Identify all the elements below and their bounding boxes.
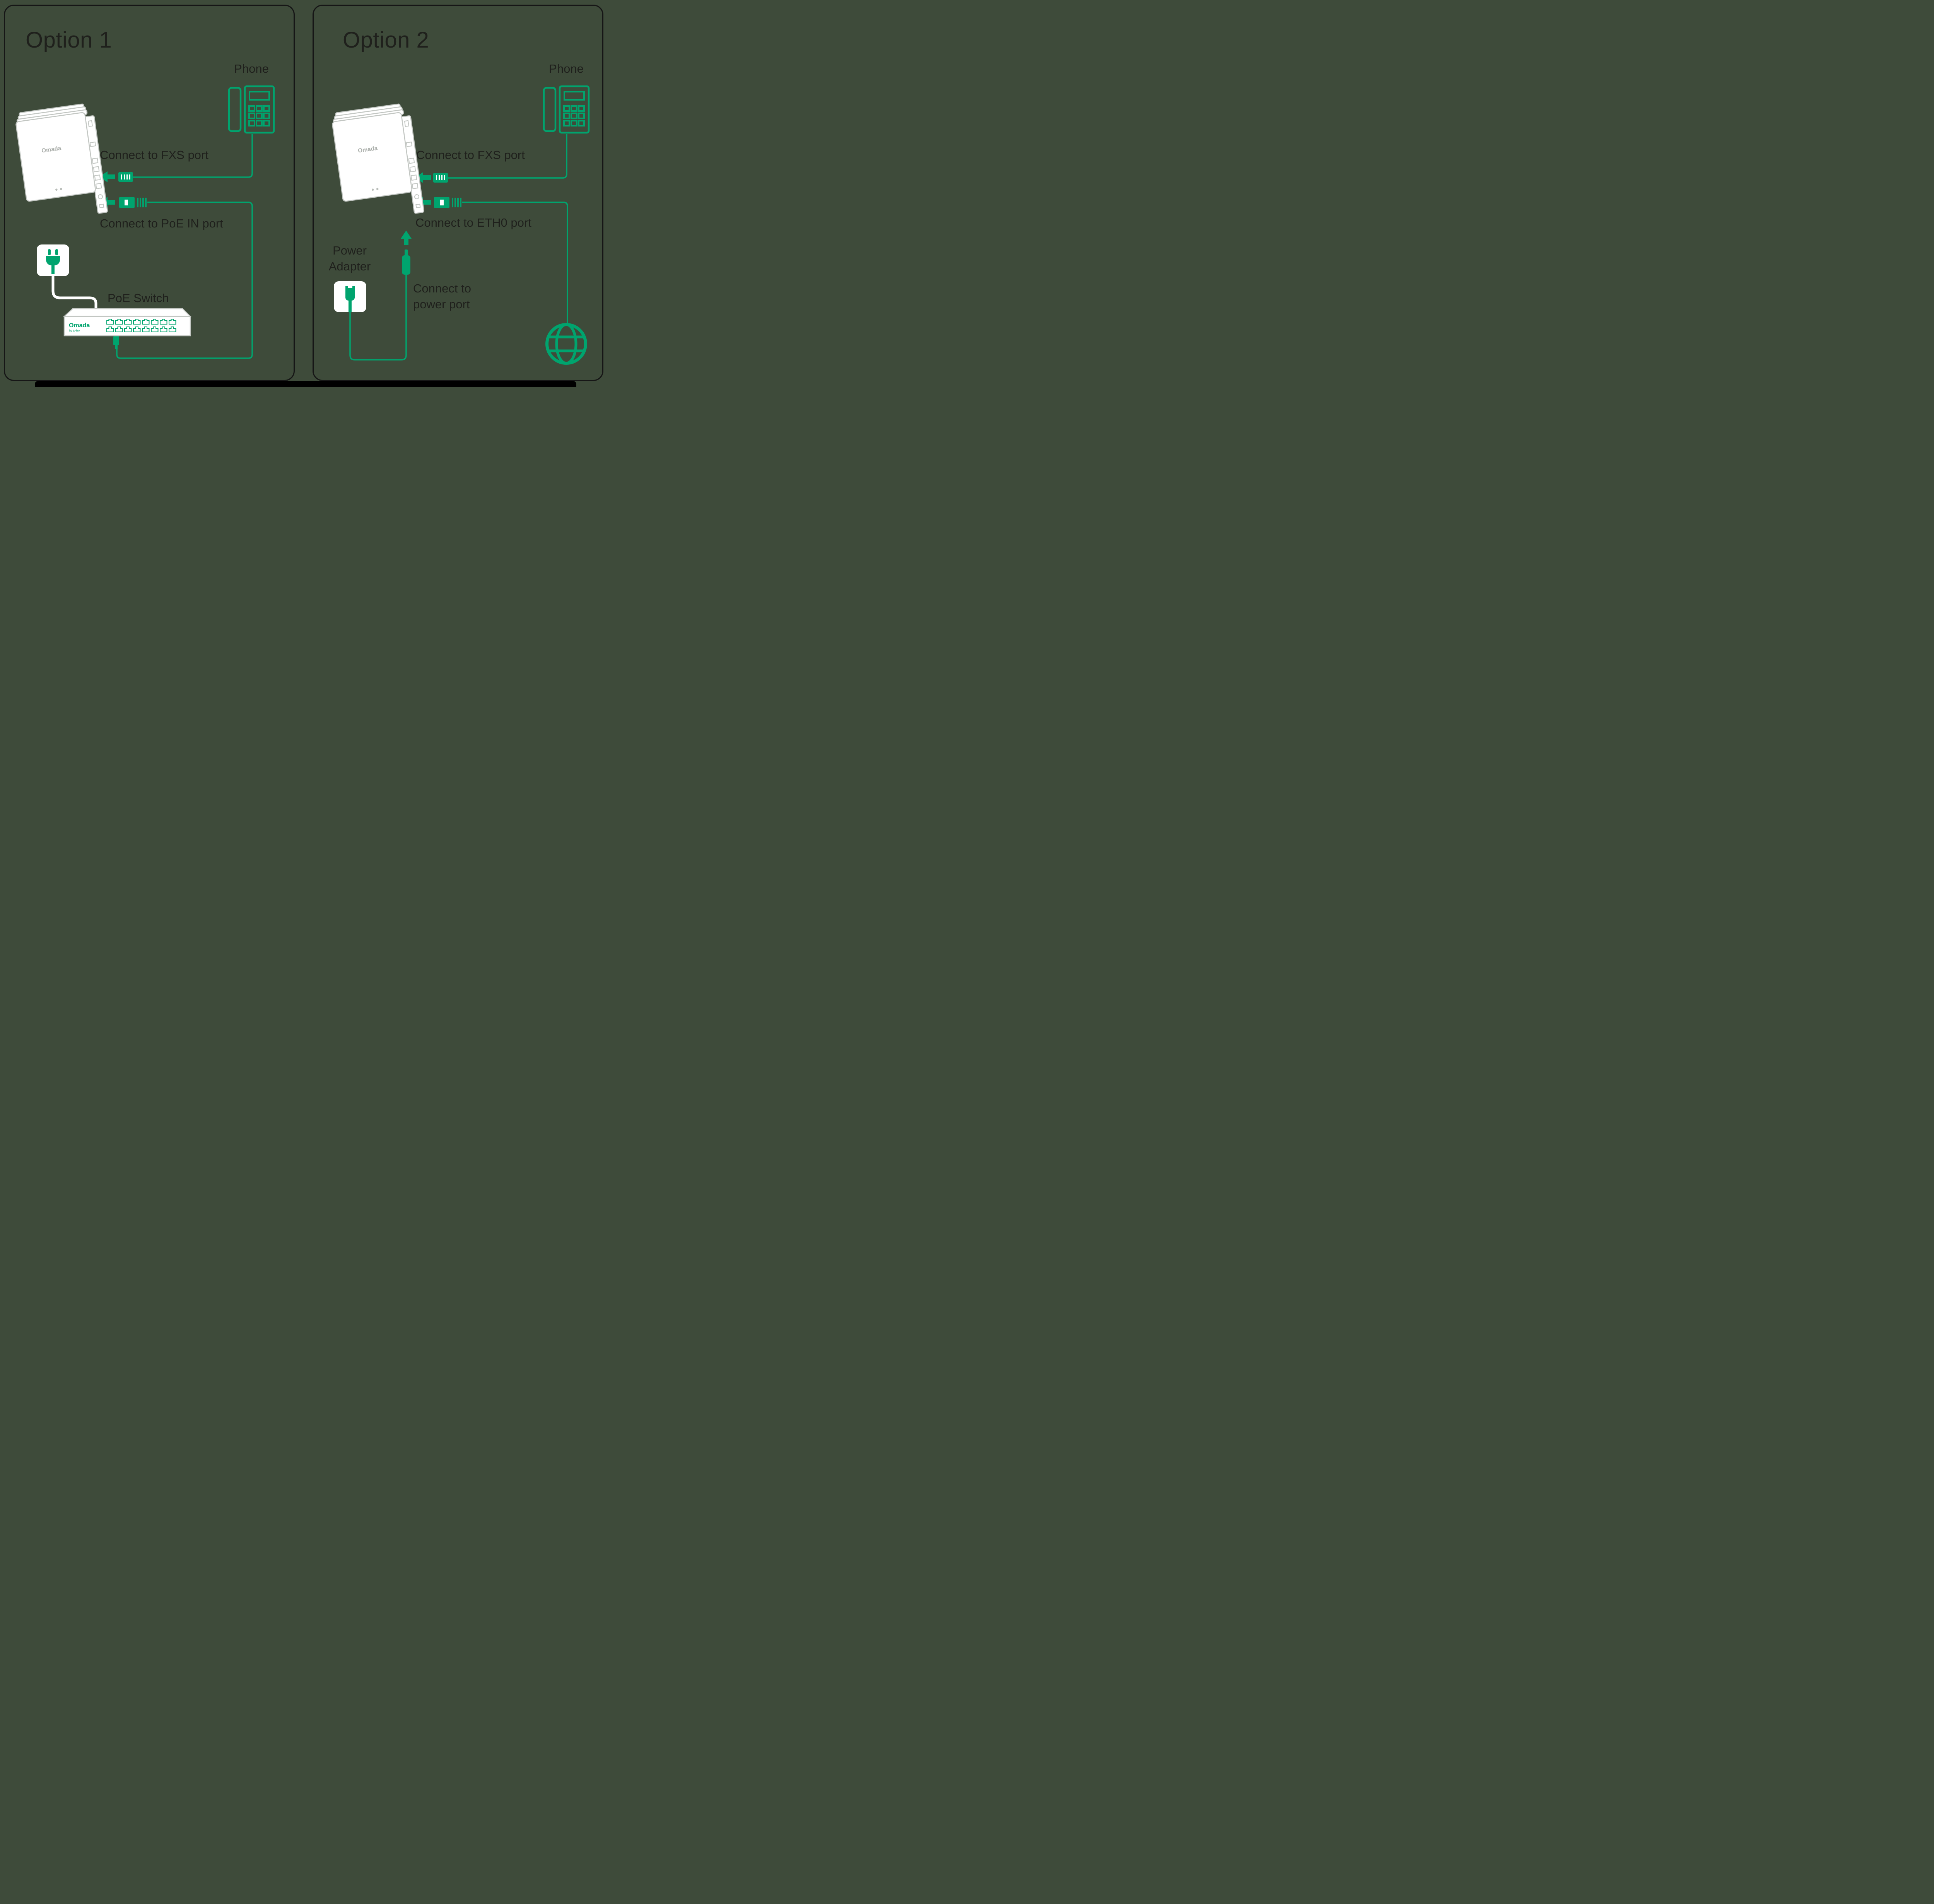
ap-body: Omada <box>15 103 108 214</box>
power-adapter-icon <box>334 281 366 312</box>
diagram-canvas: Option 1 Phone Omada <box>0 0 607 387</box>
option1-panel <box>4 5 295 381</box>
fxs2-cable <box>448 134 567 179</box>
rj11-connector-icon <box>433 173 448 183</box>
fxs1-label: Connect to FXS port <box>100 148 208 162</box>
eth0-connection <box>415 197 568 324</box>
access-point-device: Omada <box>15 103 108 214</box>
phone-icon <box>543 85 590 134</box>
poe1-connection <box>99 197 253 359</box>
ap-body: Omada <box>332 103 424 214</box>
poe-switch-illustration: Omada by tp-link <box>63 308 192 337</box>
left-arrow-icon <box>99 171 115 182</box>
poe1-label: Connect to PoE IN port <box>100 217 223 230</box>
switch-brand: Omada <box>69 322 90 329</box>
fxs2-connection <box>415 134 567 183</box>
fxs1-cable <box>133 134 253 178</box>
power-adapter-label: Power Adapter <box>328 244 371 273</box>
dc-connector-icon <box>402 250 410 275</box>
switch-port-connector-icon <box>113 336 119 349</box>
switch-label: PoE Switch <box>108 291 169 305</box>
left-arrow-icon <box>99 197 115 208</box>
phone2-label: Phone <box>549 62 584 75</box>
power-plug-icon <box>37 244 69 276</box>
poe1-cable <box>116 202 253 359</box>
phone1-label: Phone <box>234 62 269 75</box>
access-point-device: Omada <box>332 103 424 214</box>
power-cable <box>349 275 407 361</box>
option2-title: Option 2 <box>343 27 429 53</box>
eth0-label: Connect to ETH0 port <box>415 216 531 229</box>
cables-layer <box>51 134 568 361</box>
left-arrow-icon <box>415 172 431 183</box>
rj45-connector-icon <box>434 197 461 208</box>
switch-brand-sub: by tp-link <box>69 330 80 332</box>
phone-icon <box>228 85 275 134</box>
fxs2-label: Connect to FXS port <box>416 148 525 162</box>
power-connection <box>349 231 412 361</box>
option1-title: Option 1 <box>26 27 112 53</box>
fxs1-connection <box>99 134 253 182</box>
rj11-connector-icon <box>118 172 133 182</box>
rj45-connector-icon <box>119 197 147 208</box>
bottom-edge-bar <box>35 381 576 387</box>
eth0-cable <box>462 202 568 324</box>
up-arrow-icon <box>401 231 412 245</box>
option2-panel <box>313 5 603 381</box>
internet-globe-icon <box>545 323 587 365</box>
power-port-label: Connect to power port <box>413 282 471 311</box>
plug-cable <box>51 273 97 311</box>
